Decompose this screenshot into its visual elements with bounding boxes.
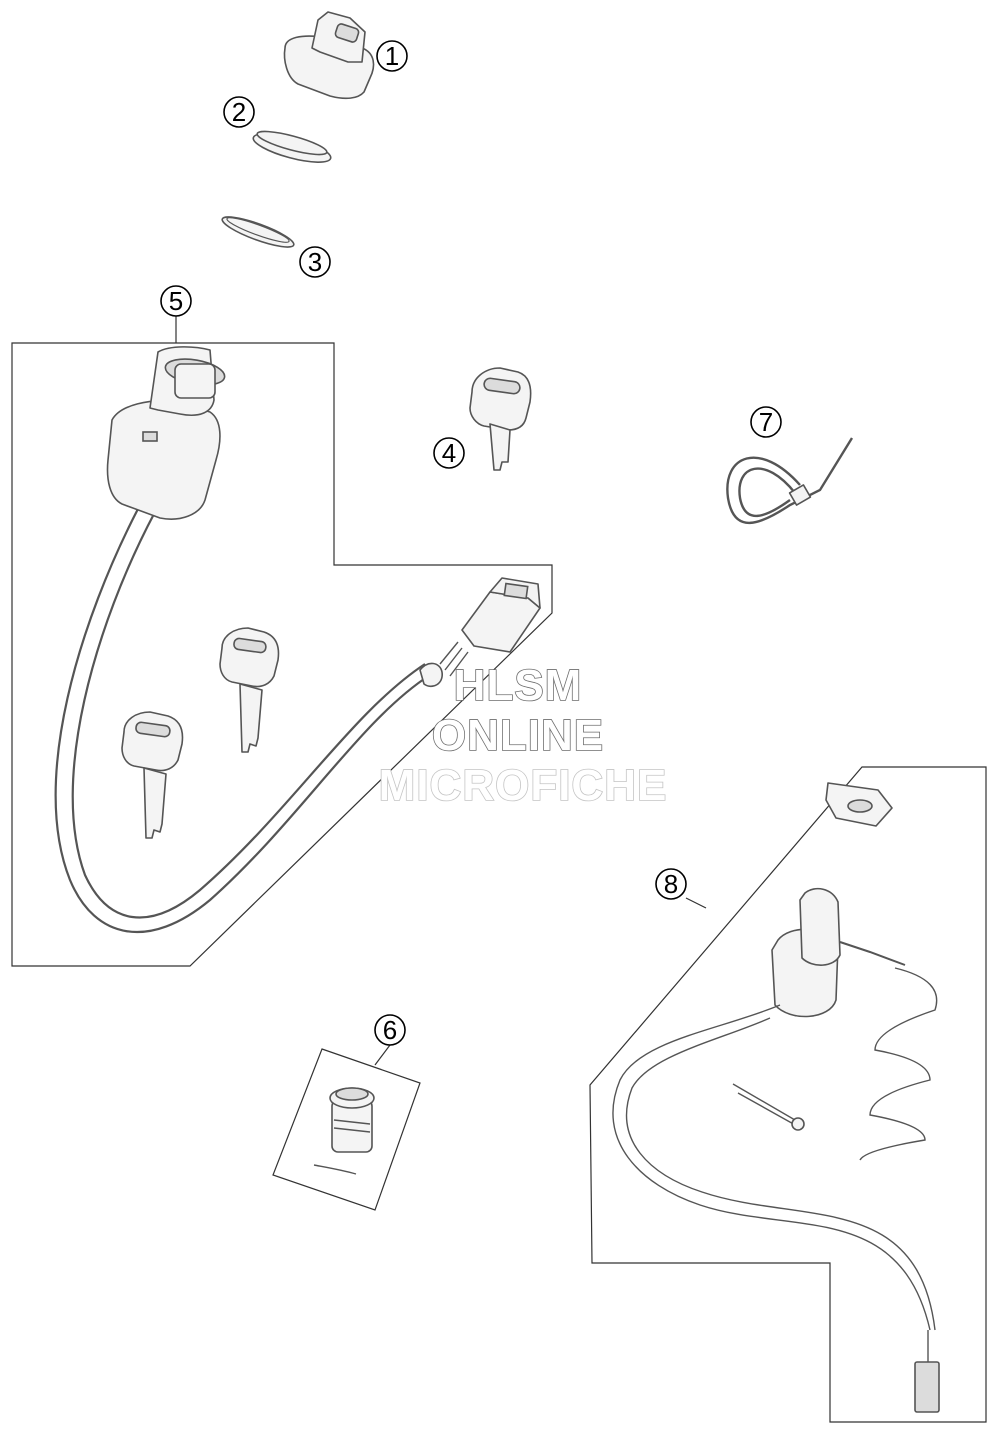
watermark-line-2: ONLINE: [432, 711, 604, 760]
part-key-4: [469, 367, 532, 471]
callout-6: 6: [374, 1014, 406, 1046]
svg-text:1: 1: [385, 41, 399, 71]
part-cap-1: [283, 11, 375, 100]
svg-text:2: 2: [232, 97, 246, 127]
part-lock-cylinder-6: [313, 1087, 375, 1175]
group-frame-5: [11, 342, 553, 967]
connector-5: [461, 577, 541, 653]
svg-text:7: 7: [759, 407, 773, 437]
callout-2: 2: [223, 96, 255, 128]
callout-1: 1: [376, 40, 408, 72]
watermark-line-3: MICROFICHE: [379, 761, 668, 810]
svg-text:6: 6: [383, 1015, 397, 1045]
callout-7: 7: [750, 406, 782, 438]
part-washer-2: [252, 130, 332, 163]
part-cable-tie-7: [726, 437, 854, 524]
watermark-line-1: HLSM: [454, 661, 583, 710]
svg-text:5: 5: [169, 286, 183, 316]
watermark: HLSM ONLINE MICROFICHE: [378, 660, 668, 811]
callout-5: 5: [160, 285, 192, 317]
callout-3: 3: [299, 246, 331, 278]
svg-text:4: 4: [442, 438, 456, 468]
part-key-5b: [121, 711, 184, 839]
svg-text:8: 8: [664, 869, 678, 899]
svg-text:3: 3: [308, 247, 322, 277]
group-frame-8: [589, 766, 987, 1423]
part-stop-switch-8: [612, 782, 940, 1413]
callout-8: 8: [655, 868, 687, 900]
part-key-5a: [219, 627, 280, 753]
part-o-ring-3: [221, 216, 295, 248]
callout-4: 4: [433, 437, 465, 469]
leader-line-8: [685, 897, 707, 909]
part-ignition-switch-5: [54, 346, 469, 933]
group-frame-6: [272, 1048, 421, 1211]
leader-line-6: [374, 1044, 391, 1066]
